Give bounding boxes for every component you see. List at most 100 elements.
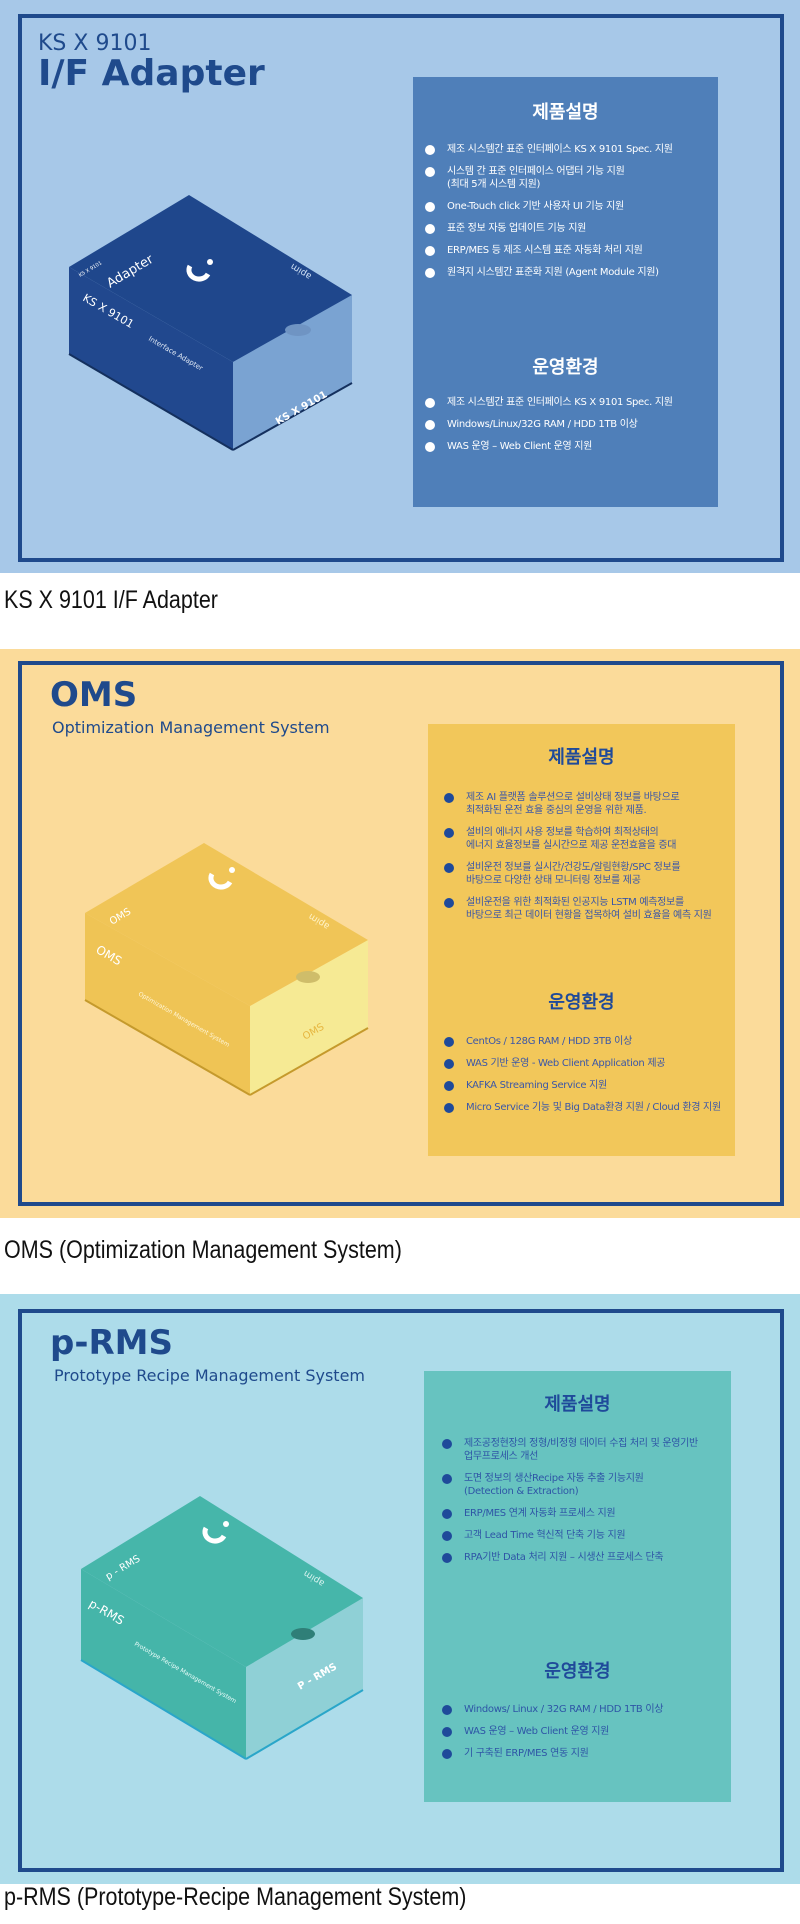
list-item: 고객 Lead Time 혁신적 단축 기능 지원	[424, 1529, 725, 1542]
list-item: 도면 정보의 생산Recipe 자동 추출 기능지원 (Detection & …	[424, 1472, 725, 1498]
description-list: 제조공정현장의 정형/비정형 데이터 수집 처리 및 운영기반 업무프로세스 개…	[424, 1437, 725, 1573]
list-item-text: One-Touch click 기반 사용자 UI 기능 지원	[447, 201, 624, 212]
product-card-ks-adapter: KS X 9101 I/F Adapter KS X 9101 Adapter …	[0, 0, 800, 573]
bullet-icon	[442, 1705, 452, 1715]
bullet-icon	[442, 1727, 452, 1737]
bullet-icon	[442, 1509, 452, 1519]
bullet-icon	[425, 246, 435, 256]
list-item-text: 도면 정보의 생산Recipe 자동 추출 기능지원 (Detection & …	[464, 1473, 644, 1497]
info-panel: 제품설명 제조 시스템간 표준 인터페이스 KS X 9101 Spec. 지원…	[413, 77, 718, 507]
bullet-icon	[444, 828, 454, 838]
product-box-illustration: p - RMS apim p-RMS Prototype Recipe Mana…	[80, 1496, 364, 1760]
list-item: 제조 시스템간 표준 인터페이스 KS X 9101 Spec. 지원	[413, 396, 712, 409]
list-item: 원격지 시스템간 표준화 지원 (Agent Module 지원)	[413, 266, 712, 279]
product-title: I/F Adapter	[38, 53, 265, 94]
list-item: 제조 AI 플랫폼 솔루션으로 설비상태 정보를 바탕으로 최적화된 운전 효율…	[428, 791, 729, 817]
environment-list: Windows/ Linux / 32G RAM / HDD 1TB 이상 WAS…	[424, 1703, 725, 1769]
bullet-icon	[425, 202, 435, 212]
info-panel: 제품설명 제조 AI 플랫폼 솔루션으로 설비상태 정보를 바탕으로 최적화된 …	[428, 724, 735, 1156]
list-item: WAS 운영 – Web Client 운영 지원	[413, 440, 712, 453]
list-item-text: 표준 정보 자동 업데이트 기능 지원	[447, 223, 586, 234]
box-top-face	[81, 1496, 363, 1667]
list-item-text: 제조 시스템간 표준 인터페이스 KS X 9101 Spec. 지원	[447, 144, 673, 155]
card-frame	[18, 1309, 784, 1872]
card-frame	[18, 14, 784, 562]
bullet-icon	[444, 1037, 454, 1047]
brand-logo-icon	[202, 1521, 229, 1544]
list-item-text: WAS 운영 – Web Client 운영 지원	[464, 1726, 610, 1737]
list-item-text: 설비의 에너지 사용 정보를 학습하여 최적상태의 에너지 효율정보를 실시간으…	[466, 827, 677, 851]
list-item-text: 제조 시스템간 표준 인터페이스 KS X 9101 Spec. 지원	[447, 397, 673, 408]
box-top-face	[69, 195, 352, 362]
bullet-icon	[442, 1749, 452, 1759]
list-item-text: Micro Service 기능 및 Big Data환경 지원 / Cloud…	[466, 1102, 721, 1113]
list-item-text: Windows/Linux/32G RAM / HDD 1TB 이상	[447, 419, 638, 430]
list-item: 표준 정보 자동 업데이트 기능 지원	[413, 222, 712, 235]
box-notch	[285, 324, 311, 336]
list-item-text: 원격지 시스템간 표준화 지원 (Agent Module 지원)	[447, 267, 659, 278]
list-item-text: 기 구축된 ERP/MES 연동 지원	[464, 1748, 589, 1759]
bullet-icon	[442, 1474, 452, 1484]
list-item: 시스템 간 표준 인터페이스 어댑터 기능 지원 (최대 5개 시스템 지원)	[413, 165, 712, 191]
list-item-text: RPA기반 Data 처리 지원 – 시생산 프로세스 단축	[464, 1552, 664, 1563]
bullet-icon	[425, 268, 435, 278]
bullet-icon	[444, 1081, 454, 1091]
product-title: OMS	[50, 675, 138, 715]
bullet-icon	[425, 420, 435, 430]
bullet-icon	[444, 898, 454, 908]
list-item: 설비운전을 위한 최적화된 인공지능 LSTM 예측정보를 바탕으로 최근 데이…	[428, 896, 729, 922]
caption-ks-adapter: KS X 9101 I/F Adapter	[4, 586, 218, 614]
caption-p-rms: p-RMS (Prototype-Recipe Management Syste…	[4, 1883, 467, 1911]
list-item-text: Windows/ Linux / 32G RAM / HDD 1TB 이상	[464, 1704, 664, 1715]
bullet-icon	[444, 1103, 454, 1113]
product-title: p-RMS	[50, 1323, 173, 1363]
bullet-icon	[442, 1439, 452, 1449]
caption-oms: OMS (Optimization Management System)	[4, 1236, 402, 1264]
bullet-icon	[444, 793, 454, 803]
bullet-icon	[444, 1059, 454, 1069]
list-item: CentOs / 128G RAM / HDD 3TB 이상	[428, 1035, 729, 1048]
list-item-text: 고객 Lead Time 혁신적 단축 기능 지원	[464, 1530, 626, 1541]
list-item: Windows/ Linux / 32G RAM / HDD 1TB 이상	[424, 1703, 725, 1716]
list-item-text: WAS 운영 – Web Client 운영 지원	[447, 441, 593, 452]
list-item: Micro Service 기능 및 Big Data환경 지원 / Cloud…	[428, 1101, 729, 1114]
list-item: 설비운전 정보를 실시간/건강도/알림현황/SPC 정보를 바탕으로 다양한 상…	[428, 861, 729, 887]
list-item: 제조공정현장의 정형/비정형 데이터 수집 처리 및 운영기반 업무프로세스 개…	[424, 1437, 725, 1463]
list-item: WAS 기반 운영 - Web Client Application 제공	[428, 1057, 729, 1070]
box-front-face	[81, 1569, 246, 1759]
environment-heading: 운영환경	[532, 357, 599, 378]
product-box-illustration: OMS apim OMS Optimization Management Sys…	[84, 843, 369, 1096]
list-item-text: 설비운전을 위한 최적화된 인공지능 LSTM 예측정보를 바탕으로 최근 데이…	[466, 897, 712, 921]
environment-heading: 운영환경	[548, 992, 615, 1013]
list-item: One-Touch click 기반 사용자 UI 기능 지원	[413, 200, 712, 213]
box-notch	[296, 971, 320, 983]
description-heading: 제품설명	[544, 1394, 611, 1415]
description-list: 제조 AI 플랫폼 솔루션으로 설비상태 정보를 바탕으로 최적화된 운전 효율…	[428, 791, 729, 931]
list-item: 제조 시스템간 표준 인터페이스 KS X 9101 Spec. 지원	[413, 143, 712, 156]
list-item: Windows/Linux/32G RAM / HDD 1TB 이상	[413, 418, 712, 431]
product-subtitle: Prototype Recipe Management System	[54, 1366, 365, 1385]
bullet-icon	[425, 145, 435, 155]
bullet-icon	[425, 224, 435, 234]
box-front-face	[69, 267, 233, 450]
box-top-face	[85, 843, 368, 1006]
product-subtitle: Optimization Management System	[52, 718, 330, 737]
box-front-face	[85, 913, 250, 1095]
list-item: KAFKA Streaming Service 지원	[428, 1079, 729, 1092]
bullet-icon	[425, 167, 435, 177]
environment-list: 제조 시스템간 표준 인터페이스 KS X 9101 Spec. 지원 Windo…	[413, 396, 712, 462]
description-heading: 제품설명	[532, 102, 599, 123]
environment-heading: 운영환경	[544, 1661, 611, 1682]
list-item: WAS 운영 – Web Client 운영 지원	[424, 1725, 725, 1738]
product-card-oms: OMS Optimization Management System OMS a…	[0, 649, 800, 1218]
bullet-icon	[442, 1553, 452, 1563]
box-notch	[291, 1628, 315, 1640]
list-item-text: WAS 기반 운영 - Web Client Application 제공	[466, 1058, 666, 1069]
list-item-text: 시스템 간 표준 인터페이스 어댑터 기능 지원 (최대 5개 시스템 지원)	[447, 166, 625, 190]
list-item-text: ERP/MES 등 제조 시스템 표준 자동화 처리 지원	[447, 245, 643, 256]
list-item-text: KAFKA Streaming Service 지원	[466, 1080, 607, 1091]
list-item: RPA기반 Data 처리 지원 – 시생산 프로세스 단축	[424, 1551, 725, 1564]
product-box-illustration: KS X 9101 Adapter apim KS X 9101 Interfa…	[68, 195, 353, 451]
bullet-icon	[425, 442, 435, 452]
list-item-text: ERP/MES 연계 자동화 프로세스 지원	[464, 1508, 616, 1519]
